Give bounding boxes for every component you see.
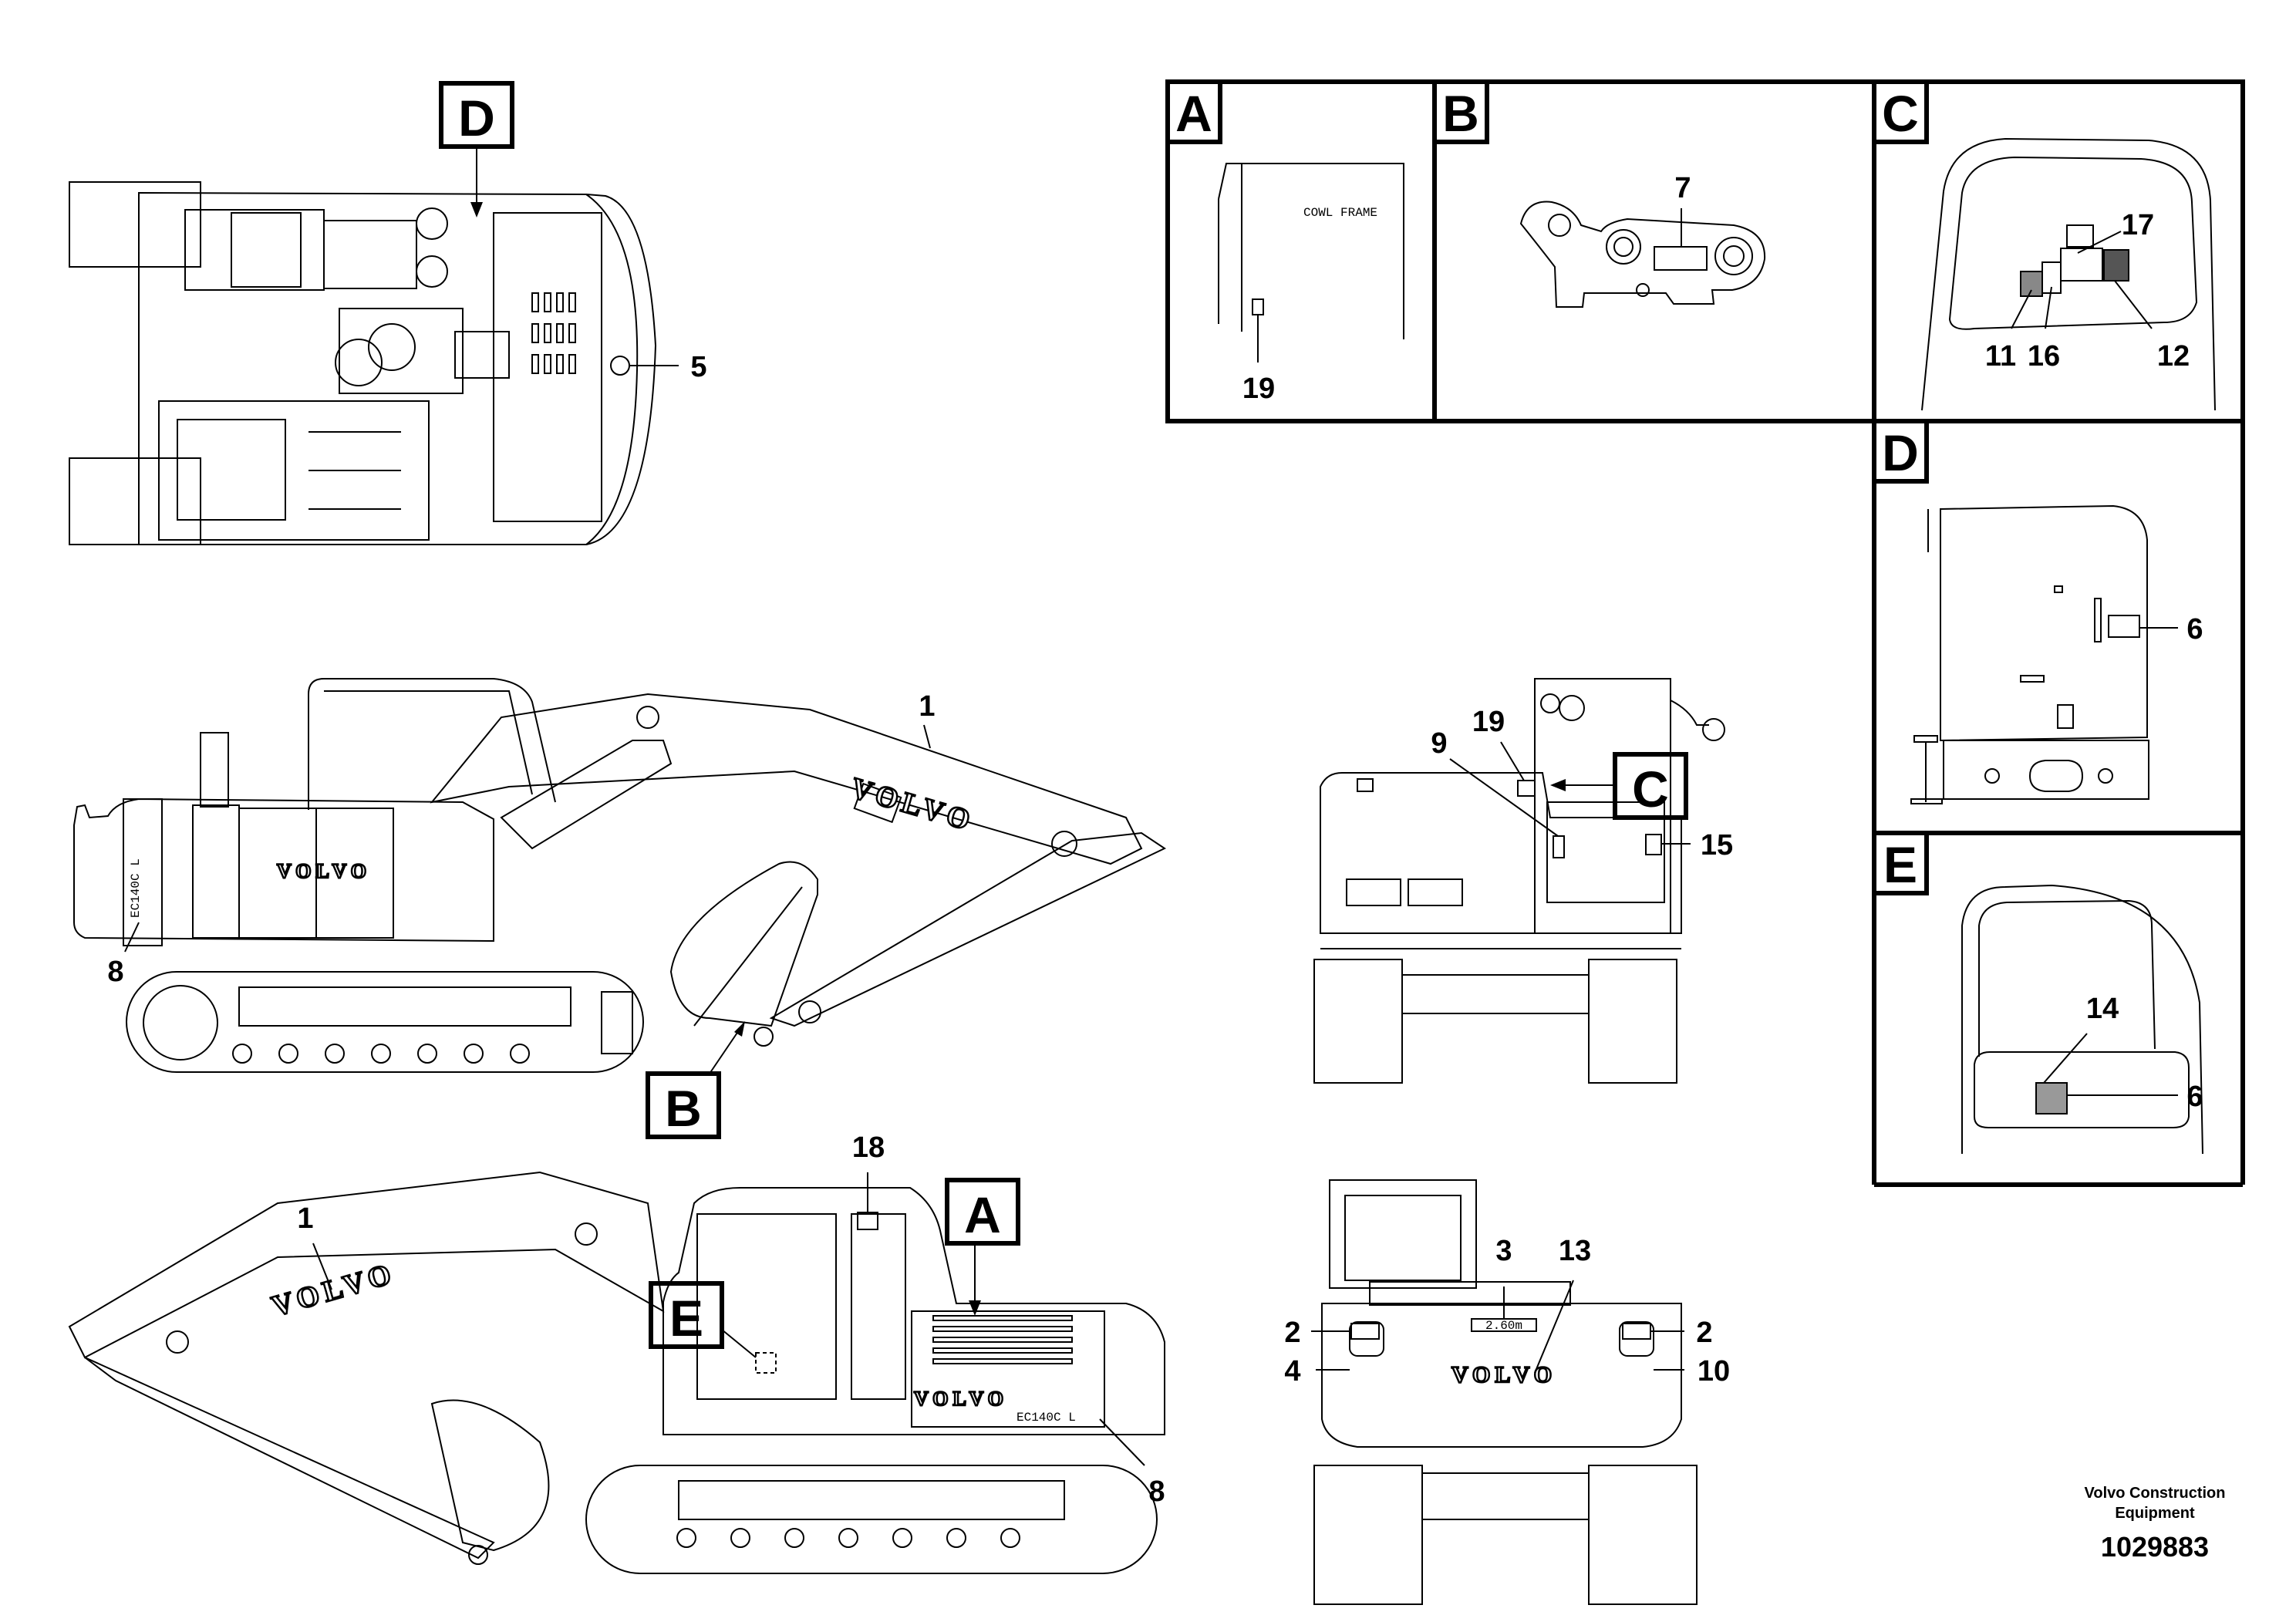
document-number: 1029883 <box>2101 1531 2209 1563</box>
callout-16: 16 <box>2028 340 2060 373</box>
callout-18: 18 <box>852 1131 885 1164</box>
callout-1-right: 1 <box>297 1202 313 1235</box>
model-badge-left: EC140C L <box>129 858 143 918</box>
callout-13: 13 <box>1559 1235 1591 1267</box>
callout-8-left: 8 <box>107 956 123 988</box>
front-view: 9 19 15 C <box>1313 678 1733 1084</box>
detail-e: E 14 6 <box>1872 831 2203 1155</box>
callout-3: 3 <box>1495 1235 1512 1267</box>
side-left-ref-b: B <box>665 1080 702 1137</box>
decal-7-detail <box>1654 246 1708 271</box>
detail-e-label-box <box>1872 831 1929 895</box>
detail-a-label: A <box>1175 85 1212 142</box>
decal-6-detail-e <box>2035 1082 2068 1114</box>
side-right-ref-a: A <box>964 1186 1001 1243</box>
detail-a: A COWL FRAME 19 <box>1165 79 1404 405</box>
rear-view: 2.60m VOLVO 3 13 2 2 4 10 <box>1284 1179 1730 1605</box>
detail-e-label: E <box>1883 836 1917 893</box>
side-right-grille <box>932 1315 1073 1364</box>
company-line-2: Equipment <box>2115 1505 2195 1522</box>
detail-d: D 6 <box>1872 419 2203 804</box>
callout-5: 5 <box>690 351 706 383</box>
callout-15: 15 <box>1701 829 1733 862</box>
callout-19-detail-a: 19 <box>1242 373 1275 405</box>
cowl-frame-caption: COWL FRAME <box>1303 206 1377 220</box>
detail-b: B 7 <box>1432 79 1766 308</box>
detail-c: C 17 11 16 12 <box>1872 79 2216 411</box>
callout-11: 11 <box>1985 340 2016 373</box>
detail-b-label: B <box>1442 85 1479 142</box>
height-plate: 2.60m <box>1485 1319 1522 1333</box>
decal-5-top <box>610 356 630 376</box>
body-brand-right: VOLVO <box>914 1388 1008 1410</box>
side-right-ref-e-box <box>649 1281 724 1349</box>
boom-brand-right: VOLVO <box>268 1257 400 1324</box>
callout-6-detail-e: 6 <box>2186 1081 2203 1113</box>
detail-a-label-box <box>1165 79 1222 144</box>
callout-9: 9 <box>1431 727 1447 760</box>
detail-d-label-box <box>1872 419 1929 484</box>
top-view: 5 D <box>69 81 707 545</box>
callout-14: 14 <box>2086 993 2119 1025</box>
callout-2-right: 2 <box>1696 1317 1712 1349</box>
detail-panel-frame <box>1165 79 2245 1187</box>
callout-19-front: 19 <box>1472 706 1505 738</box>
detail-c-label-box <box>1872 79 1929 144</box>
rear-brand: VOLVO <box>1451 1362 1556 1388</box>
decal-19-detail <box>1252 298 1264 315</box>
side-view-right: VOLVO VOLVO EC140C L 18 1 8 A E <box>68 1131 1165 1574</box>
callout-6-detail-d: 6 <box>2186 613 2203 646</box>
footer: Volvo Construction Equipment 1029883 <box>2085 1485 2226 1563</box>
callout-10: 10 <box>1698 1355 1730 1388</box>
callout-17: 17 <box>2122 209 2154 241</box>
callout-12: 12 <box>2157 340 2190 373</box>
callout-8-right: 8 <box>1148 1475 1165 1508</box>
decal-18-side <box>857 1212 878 1230</box>
callout-2-left: 2 <box>1284 1317 1300 1349</box>
side-view-left: VOLVO VOLVO EC140C L 1 8 B <box>73 678 1167 1139</box>
side-right-track <box>585 1465 1158 1574</box>
top-view-ref-d: D <box>458 89 495 147</box>
decal-location-e <box>755 1352 777 1374</box>
top-view-grille <box>531 292 576 374</box>
model-badge-right: EC140C L <box>1017 1411 1076 1425</box>
callout-4: 4 <box>1284 1355 1300 1388</box>
boom-brand-left: VOLVO <box>848 772 979 838</box>
detail-b-label-box <box>1432 79 1489 144</box>
callout-1-left: 1 <box>919 690 935 723</box>
boom-brand-frame-left <box>853 782 902 824</box>
side-right-ref-a-box <box>945 1178 1020 1246</box>
side-left-ref-b-box <box>646 1071 721 1139</box>
decal-6-detail-d <box>2108 615 2140 638</box>
front-ref-c: C <box>1632 760 1669 818</box>
side-left-track <box>126 971 644 1073</box>
callout-7: 7 <box>1674 172 1691 204</box>
side-right-ref-e: E <box>669 1290 703 1347</box>
company-line-1: Volvo Construction <box>2085 1485 2226 1502</box>
detail-d-label: D <box>1882 424 1919 481</box>
body-brand-left: VOLVO <box>277 860 371 882</box>
detail-c-label: C <box>1882 85 1919 142</box>
